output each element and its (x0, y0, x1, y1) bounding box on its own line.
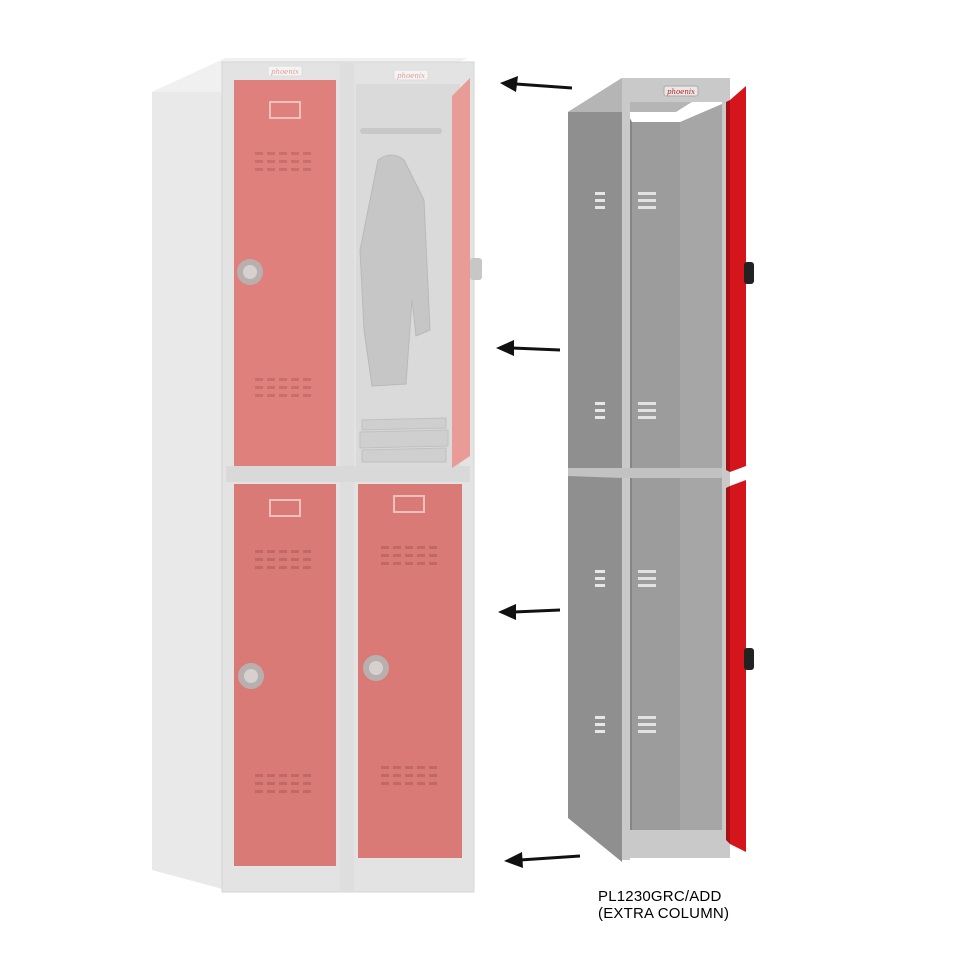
vent-slots-top (255, 550, 311, 569)
jacket-icon (359, 154, 431, 387)
addon-door-lower-open (730, 480, 746, 852)
svg-text:phoenix: phoenix (397, 72, 425, 80)
addon-back-vents (638, 192, 656, 733)
brand-badge: phoenix (267, 65, 303, 77)
addon-brand-badge: phoenix (663, 85, 699, 97)
door-left-lower (234, 484, 336, 866)
door-right-upper-open (452, 78, 470, 468)
arrow-left-icon (496, 340, 561, 356)
addon-door-lower-edge (726, 486, 730, 844)
svg-text:phoenix: phoenix (667, 88, 695, 96)
label-holder (269, 499, 301, 517)
label-holder (393, 495, 425, 513)
locker-tier-divider (226, 466, 470, 482)
attach-arrows (496, 76, 581, 868)
addon-side-vents (595, 192, 605, 733)
arrow-left-icon (504, 852, 581, 868)
vent-slots-top (381, 546, 437, 565)
lock-knob-icon (744, 262, 754, 284)
door-left-upper (234, 80, 336, 466)
addon-shelf (568, 468, 722, 478)
svg-text:phoenix: phoenix (271, 68, 299, 76)
folded-clothes-icon (359, 417, 449, 463)
model-subtitle: (EXTRA COLUMN) (598, 905, 730, 922)
vent-slots-bottom (255, 774, 311, 793)
arrow-left-icon (498, 604, 561, 620)
compartment-right-upper-open (356, 84, 460, 466)
lock-knob-icon (744, 648, 754, 670)
arrow-left-icon (500, 76, 573, 92)
product-caption: PL1230GRC/ADD (EXTRA COLUMN) (598, 888, 729, 922)
addon-door-upper-open (730, 86, 746, 472)
vent-slots-bottom (255, 378, 311, 397)
vent-slots-bottom (381, 766, 437, 785)
existing-locker: phoenix phoenix (152, 58, 482, 893)
addon-column: phoenix (568, 78, 754, 862)
model-code: PL1230GRC/ADD (598, 888, 722, 905)
hanging-rail (360, 128, 442, 134)
brand-badge: phoenix (393, 69, 429, 81)
addon-door-upper-edge (726, 100, 730, 472)
locker-side-panel (152, 58, 226, 890)
door-right-lower (358, 484, 462, 858)
vent-slots-top (255, 152, 311, 171)
lock-knob-icon (470, 258, 482, 280)
label-holder (269, 101, 301, 119)
